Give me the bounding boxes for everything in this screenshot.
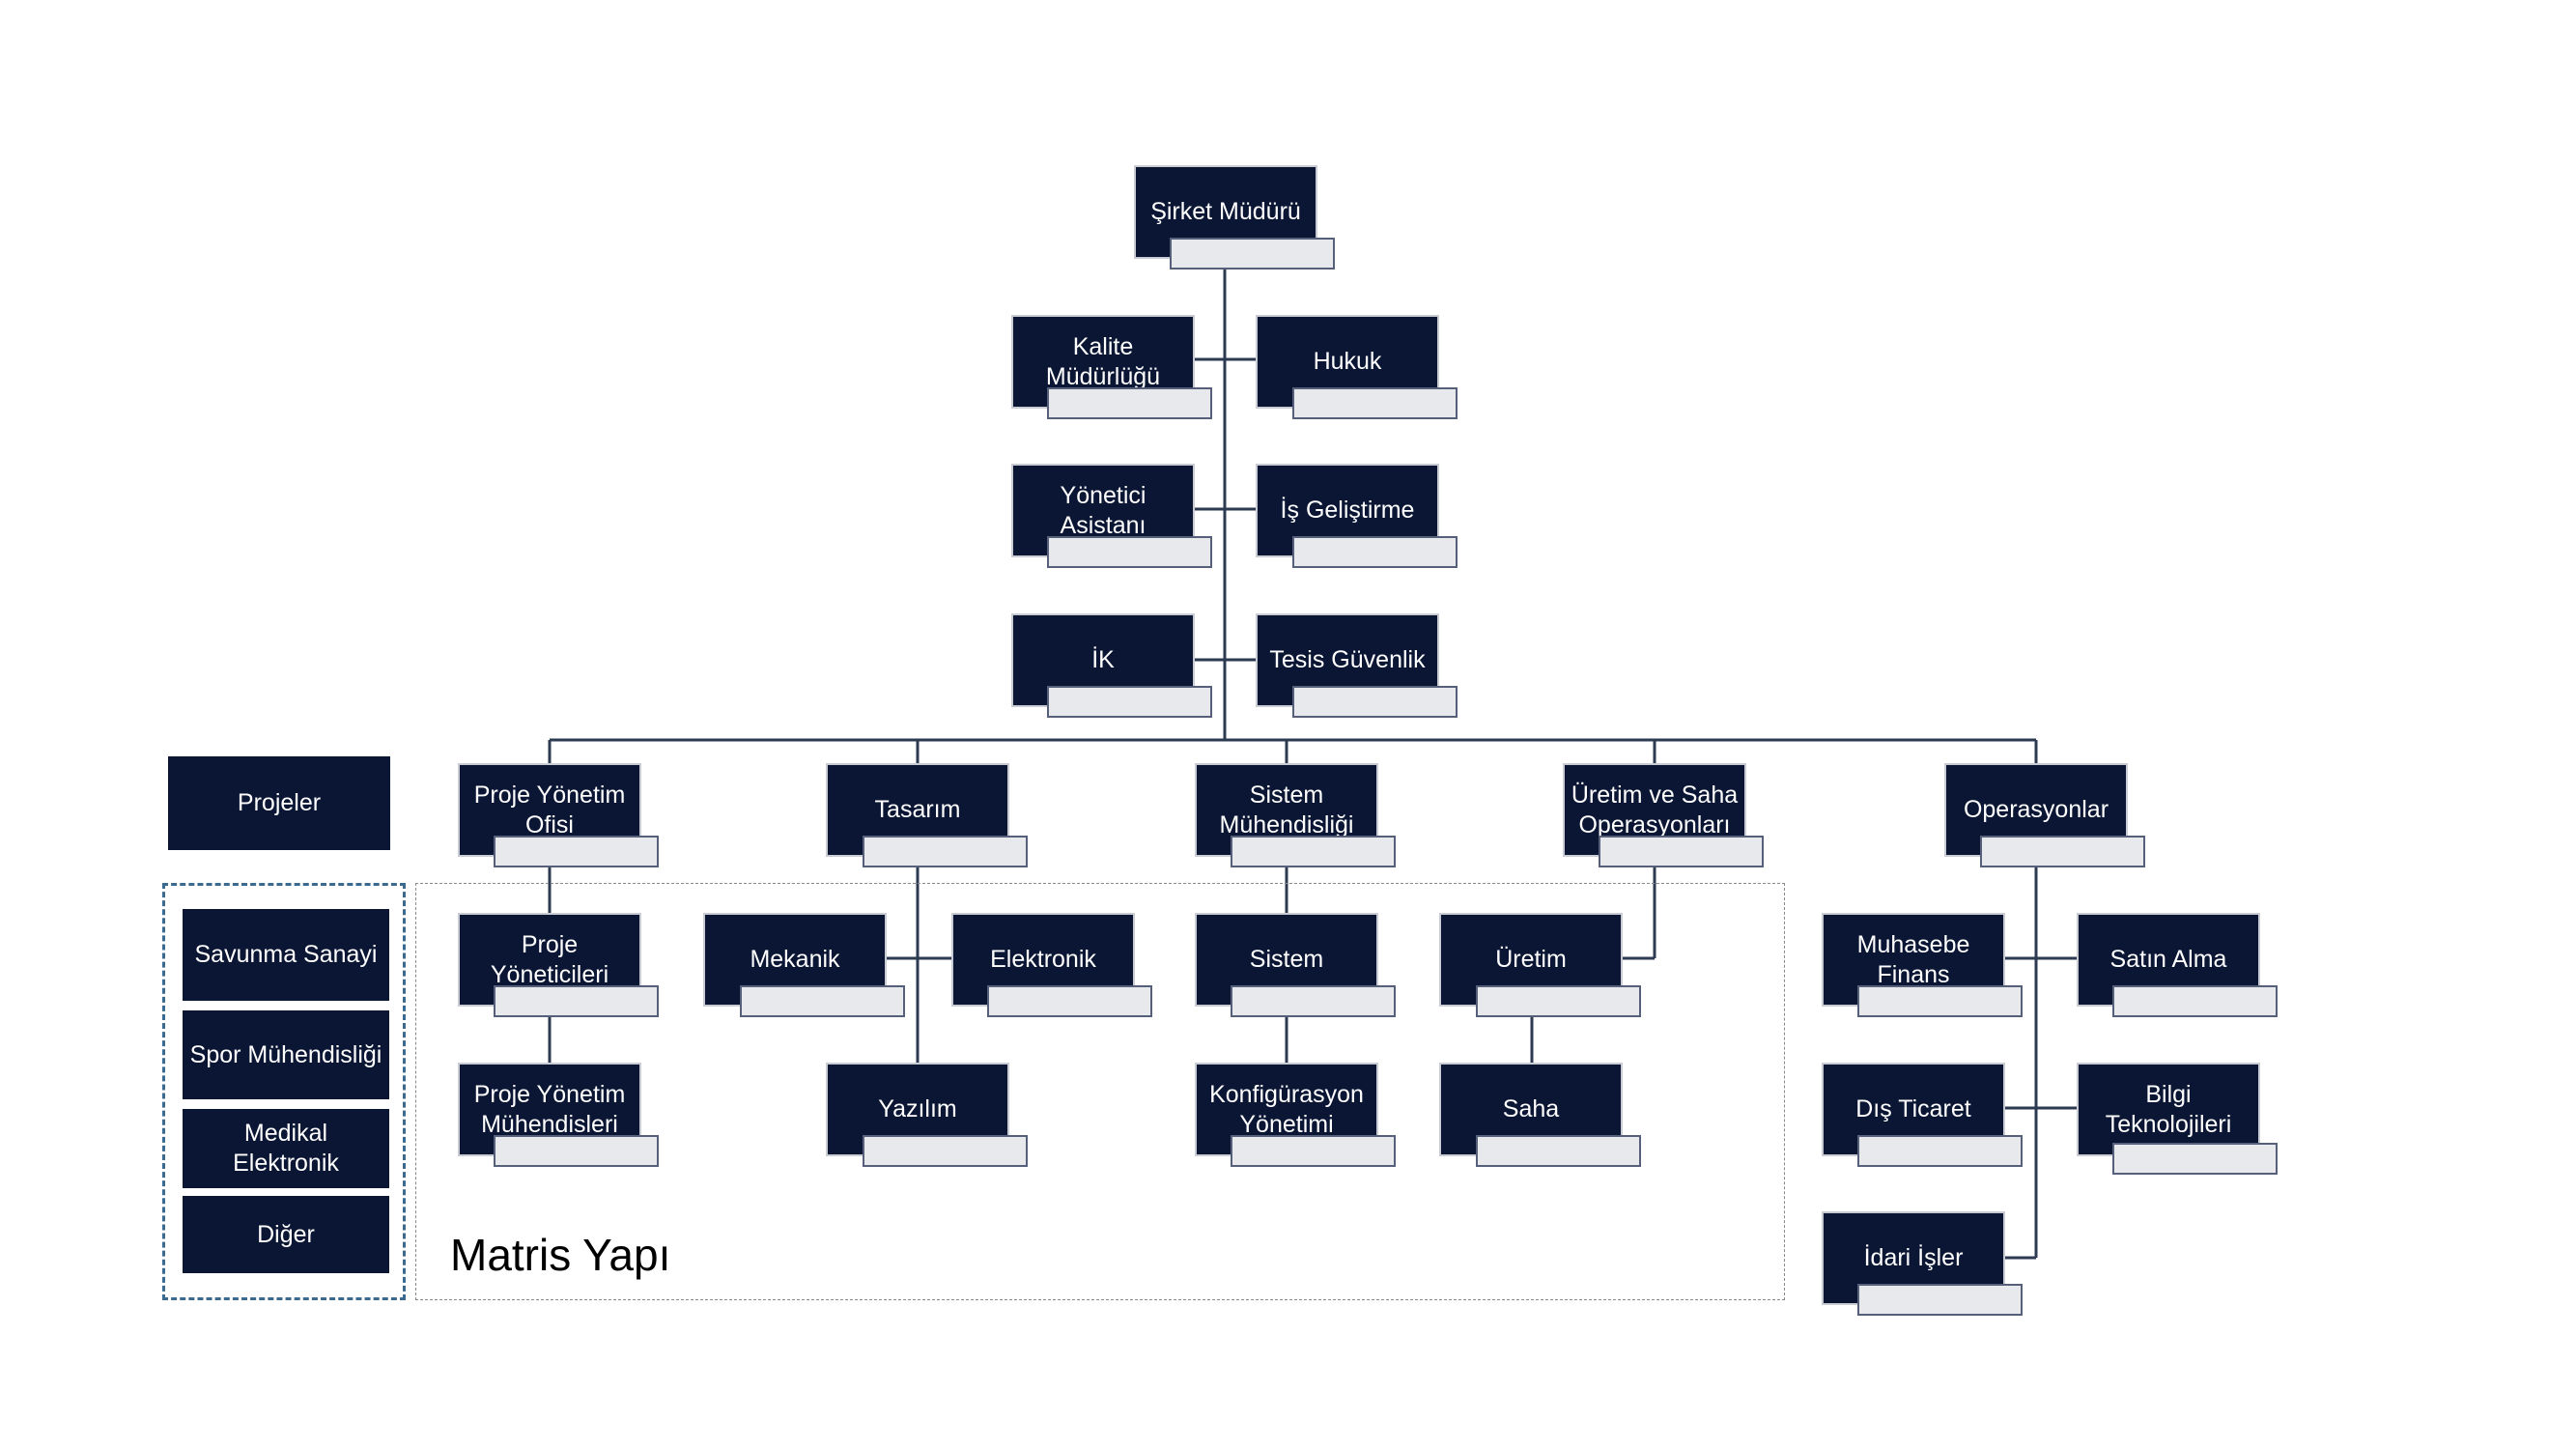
node-uretim-tag: [1476, 985, 1641, 1017]
node-mekanik-tag: [740, 985, 905, 1017]
node-muhasebe-finans-tag: [1857, 985, 2023, 1017]
node-idari-isler-tag: [1857, 1284, 2023, 1316]
project-item[interactable]: Medikal Elektronik: [183, 1109, 389, 1188]
node-satin-alma-tag: [2112, 985, 2278, 1017]
node-bilgi-teknolojileri-tag: [2112, 1143, 2278, 1175]
project-item[interactable]: Diğer: [183, 1196, 389, 1273]
node-sistem-muhendisligi-tag: [1231, 836, 1396, 867]
node-konfigurasyon-tag: [1231, 1135, 1396, 1167]
node-yazilim-tag: [863, 1135, 1028, 1167]
matrix-frame: [415, 883, 1785, 1300]
projects-frame: [162, 883, 406, 1300]
node-elektronik-tag: [987, 985, 1152, 1017]
project-item[interactable]: Spor Mühendisliği: [183, 1010, 389, 1099]
node-yonetici-asistani-tag: [1047, 536, 1212, 568]
projects-header[interactable]: Projeler: [168, 756, 390, 850]
node-hukuk-tag: [1292, 387, 1458, 419]
node-proje-yoneticileri-tag: [494, 985, 659, 1017]
node-ik-tag: [1047, 686, 1212, 718]
node-kalite-tag: [1047, 387, 1212, 419]
node-is-gelistirme-tag: [1292, 536, 1458, 568]
node-bilgi-teknolojileri[interactable]: Bilgi Teknolojileri: [2077, 1063, 2260, 1156]
node-dis-ticaret-tag: [1857, 1135, 2023, 1167]
node-proje-yonetim-muhendisleri-tag: [494, 1135, 659, 1167]
node-ceo-tag: [1170, 238, 1335, 270]
node-pyo-tag: [494, 836, 659, 867]
node-uretim-saha-tag: [1599, 836, 1764, 867]
node-operasyonlar-tag: [1980, 836, 2145, 867]
node-sistem-tag: [1231, 985, 1396, 1017]
matrix-label: Matris Yapı: [450, 1230, 671, 1280]
project-item[interactable]: Savunma Sanayi: [183, 909, 389, 1001]
node-tasarim-tag: [863, 836, 1028, 867]
node-tesis-guvenlik-tag: [1292, 686, 1458, 718]
node-saha-tag: [1476, 1135, 1641, 1167]
